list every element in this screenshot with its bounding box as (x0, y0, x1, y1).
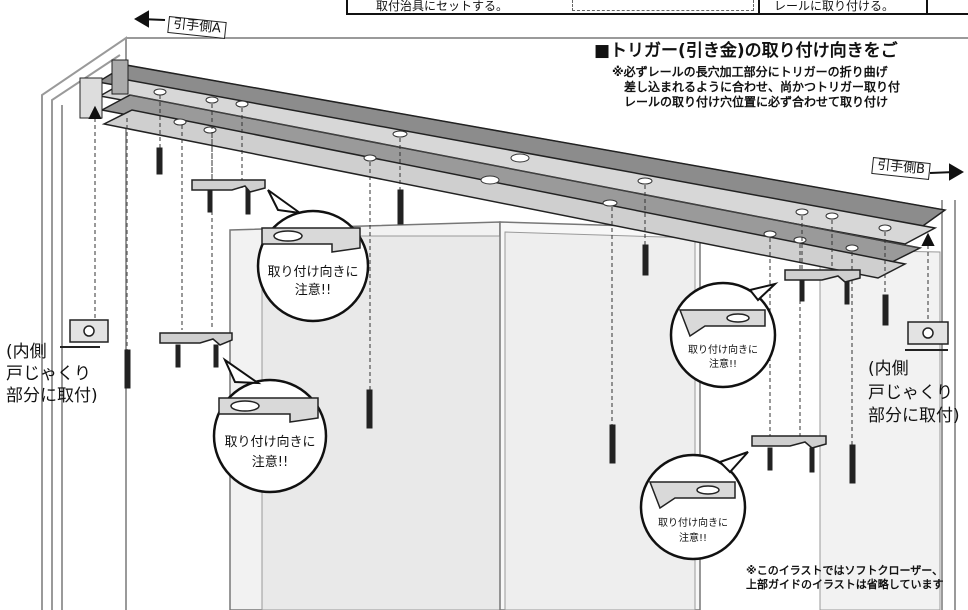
note-line-2: 差し込まれるように合わせ、尚かつトリガー取り付 (624, 80, 901, 94)
bubble-2-line-2: 注意!! (251, 455, 289, 470)
bubble-parts (218, 227, 766, 510)
arrows (88, 10, 964, 246)
mount-blocks (60, 319, 949, 351)
top-right-text: レールに取り付ける。 (774, 0, 895, 13)
screws (124, 147, 889, 484)
bubble-3-line-1: 取り付け向きに (688, 345, 758, 356)
right-mount-line-2: 戸じゃくり (868, 383, 953, 403)
left-mount-line-1: (内側 (6, 342, 47, 362)
left-mount-line-3: 部分に取付) (6, 386, 98, 406)
bubble-3-line-2: 注意!! (708, 359, 738, 370)
note-line-1: ※必ずレールの長穴加工部分にトリガーの折り曲げ (612, 65, 888, 79)
bubble-4-line-2: 注意!! (678, 533, 708, 544)
bubble-1-line-2: 注意!! (294, 283, 332, 298)
footnote-line-1: ※このイラストではソフトクローザー、 (746, 564, 944, 577)
section-heading: ■トリガー(引き金)の取り付け向きをご (594, 41, 898, 61)
strip-divider (758, 0, 760, 13)
left-mount-line-2: 戸じゃくり (6, 364, 91, 384)
trigger-brackets (159, 179, 861, 449)
right-mount-line-1: (内側 (868, 359, 909, 379)
bubble-2-line-1: 取り付け向きに (224, 435, 316, 450)
footnote-line-2: 上部ガイドのイラストは省略しています (746, 578, 944, 591)
dashed-box (572, 0, 754, 11)
note-line-3: レールの取り付け穴位置に必ず合わせて取り付け (624, 95, 889, 109)
strip-divider (926, 0, 928, 13)
door-frame (41, 36, 968, 610)
right-mount-line-3: 部分に取付) (868, 406, 960, 426)
rail-holes (153, 88, 892, 252)
top-left-text: 取付治具にセットする。 (376, 0, 509, 13)
top-instruction-strip: 取付治具にセットする。 レールに取り付ける。 (346, 0, 968, 15)
rail-assembly (79, 59, 947, 279)
bubble-1-line-1: 取り付け向きに (267, 265, 359, 280)
bubble-4-line-1: 取り付け向きに (658, 518, 728, 529)
